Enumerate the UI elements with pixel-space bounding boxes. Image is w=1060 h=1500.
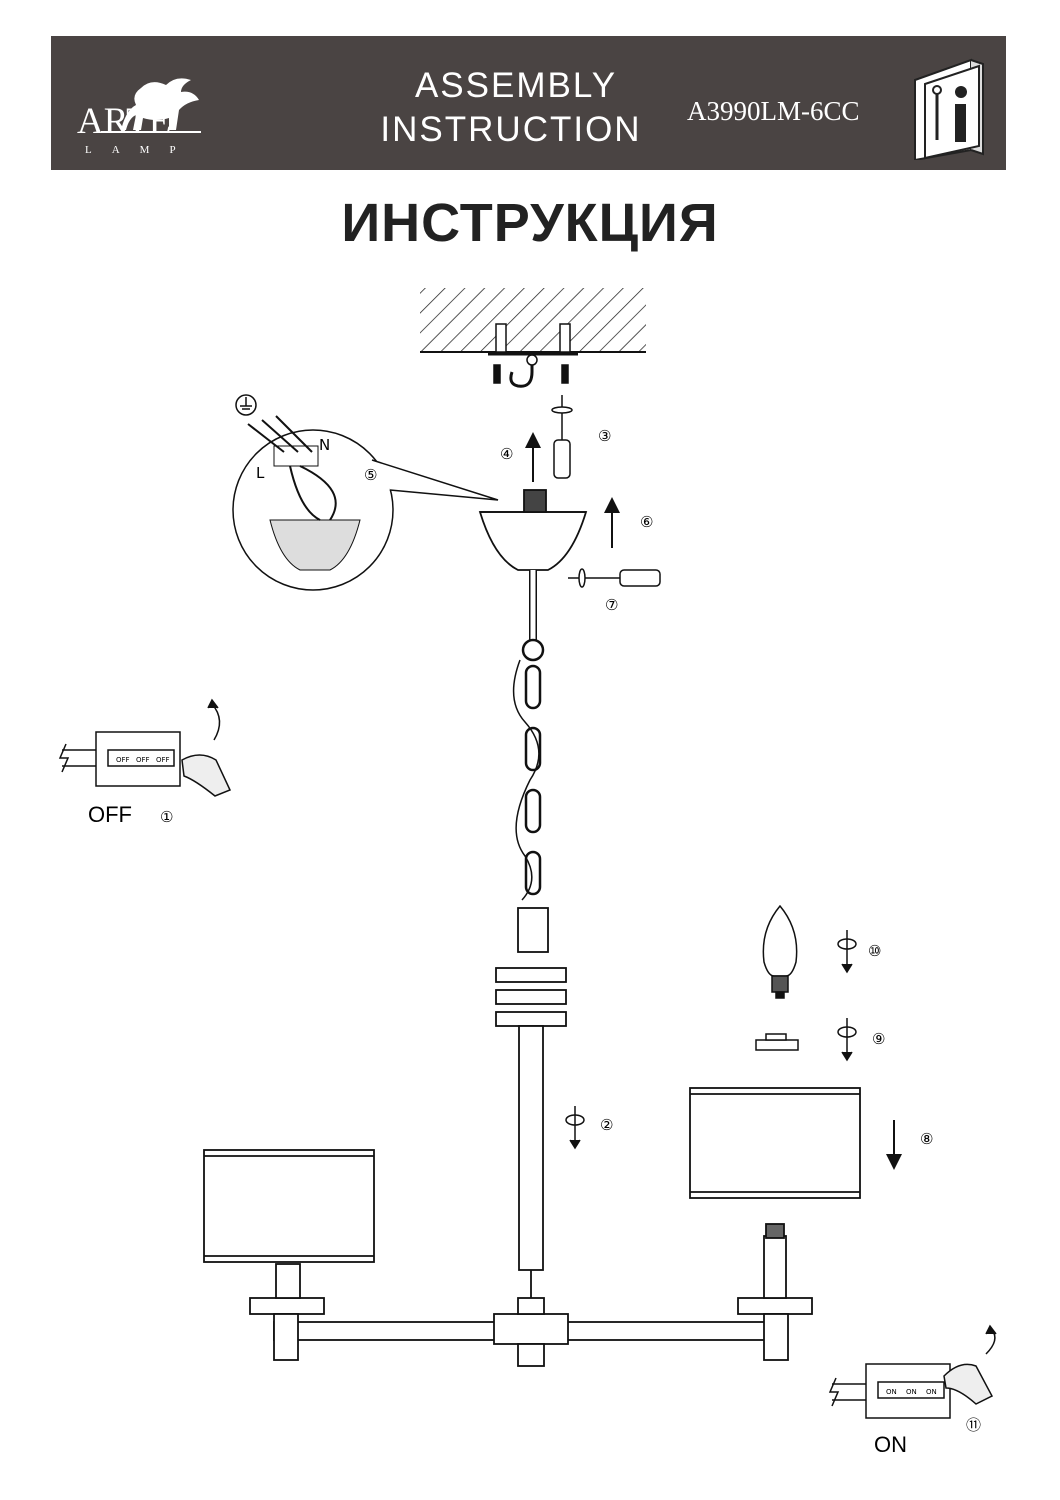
switch-off-key-2: OFF [136,756,150,764]
shade-ring [755,1033,799,1051]
rotate-arrow-2-icon [565,1106,585,1150]
switch-on-key-2: ON [906,1388,917,1396]
switch-on-key-3: ON [926,1388,937,1396]
step-5-label: ⑤ [364,466,377,484]
step-9-label: ⑨ [872,1030,885,1048]
model-number: A3990LM-6CC [687,96,860,126]
lampshade-right [689,1087,861,1199]
manual-info-icon [914,58,984,160]
logo-subtitle: LAMP [85,144,196,156]
lamp-column [495,907,567,1300]
rotate-arrow-10-icon [837,930,857,974]
ground-symbol-icon [235,394,257,416]
wire-l-label: L [256,464,265,482]
switch-off-label: OFF [88,802,132,827]
step-11-label: ⑪ [966,1416,981,1434]
switch-off-key-3: OFF [156,756,170,764]
screwdriver-side-icon [568,568,661,588]
step-4-label: ④ [500,445,513,463]
lampshade-left [203,1149,375,1263]
switch-off-icon [58,698,232,797]
step-1-label: ① [160,808,173,826]
step-10-label: ⑩ [868,942,881,960]
switch-on-key-1: ON [886,1388,897,1396]
ceiling [420,288,646,353]
step-2-label: ② [600,1116,613,1134]
wire-n-label: N [319,436,330,454]
switch-off-key-1: OFF [116,756,130,764]
step-7-label: ⑦ [605,596,618,614]
wiring-detail-bubble [232,415,499,591]
title-line-2: INSTRUCTION [380,110,642,149]
chain [512,638,545,901]
light-bulb-icon [762,904,798,999]
mounting-hardware [488,323,578,388]
title-line-1: ASSEMBLY [414,66,618,105]
step-8-label: ⑧ [920,1130,933,1148]
rotate-arrow-9-icon [837,1018,857,1062]
switch-on-icon [828,1324,997,1419]
griffin-logo-icon [101,78,201,133]
header-banner: ARTE LAMP ASSEMBLY INSTRUCTION A3990LM-6… [51,36,1006,170]
switch-on-label: ON [874,1432,907,1457]
logo-wordmark: ARTE [77,101,172,142]
lamp-arms [249,1223,813,1367]
page-subtitle: ИНСТРУКЦИЯ [341,193,719,253]
step-6-label: ⑥ [640,513,653,531]
screwdriver-icon [551,395,573,479]
step-3-label: ③ [598,427,611,445]
canopy [478,489,588,571]
